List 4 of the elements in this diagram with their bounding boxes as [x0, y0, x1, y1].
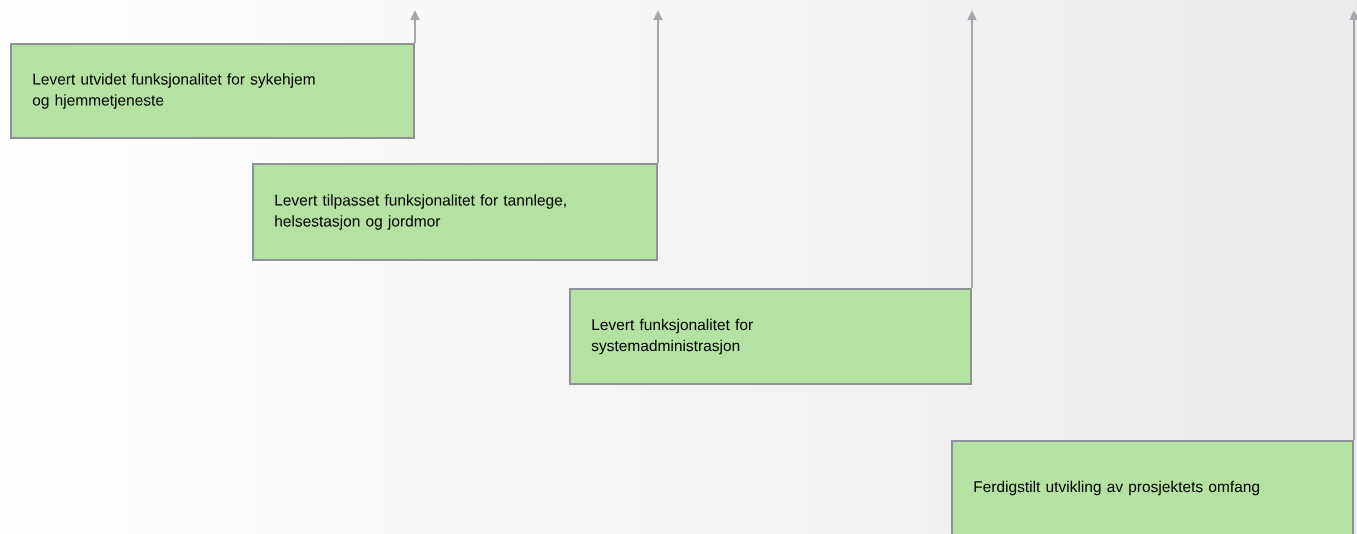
milestone-box: Levert utvidet funksjonalitet for sykehjem og hjemmetjeneste: [10, 43, 415, 139]
milestone-box: Levert tilpasset funksjonalitet for tannlege, helsestasjon og jordmor: [252, 163, 658, 261]
milestone-box: Ferdigstilt utvikling av prosjektets omfang: [951, 440, 1354, 534]
milestone-box: Levert funksjonalitet for systemadministrasjon: [569, 288, 972, 385]
